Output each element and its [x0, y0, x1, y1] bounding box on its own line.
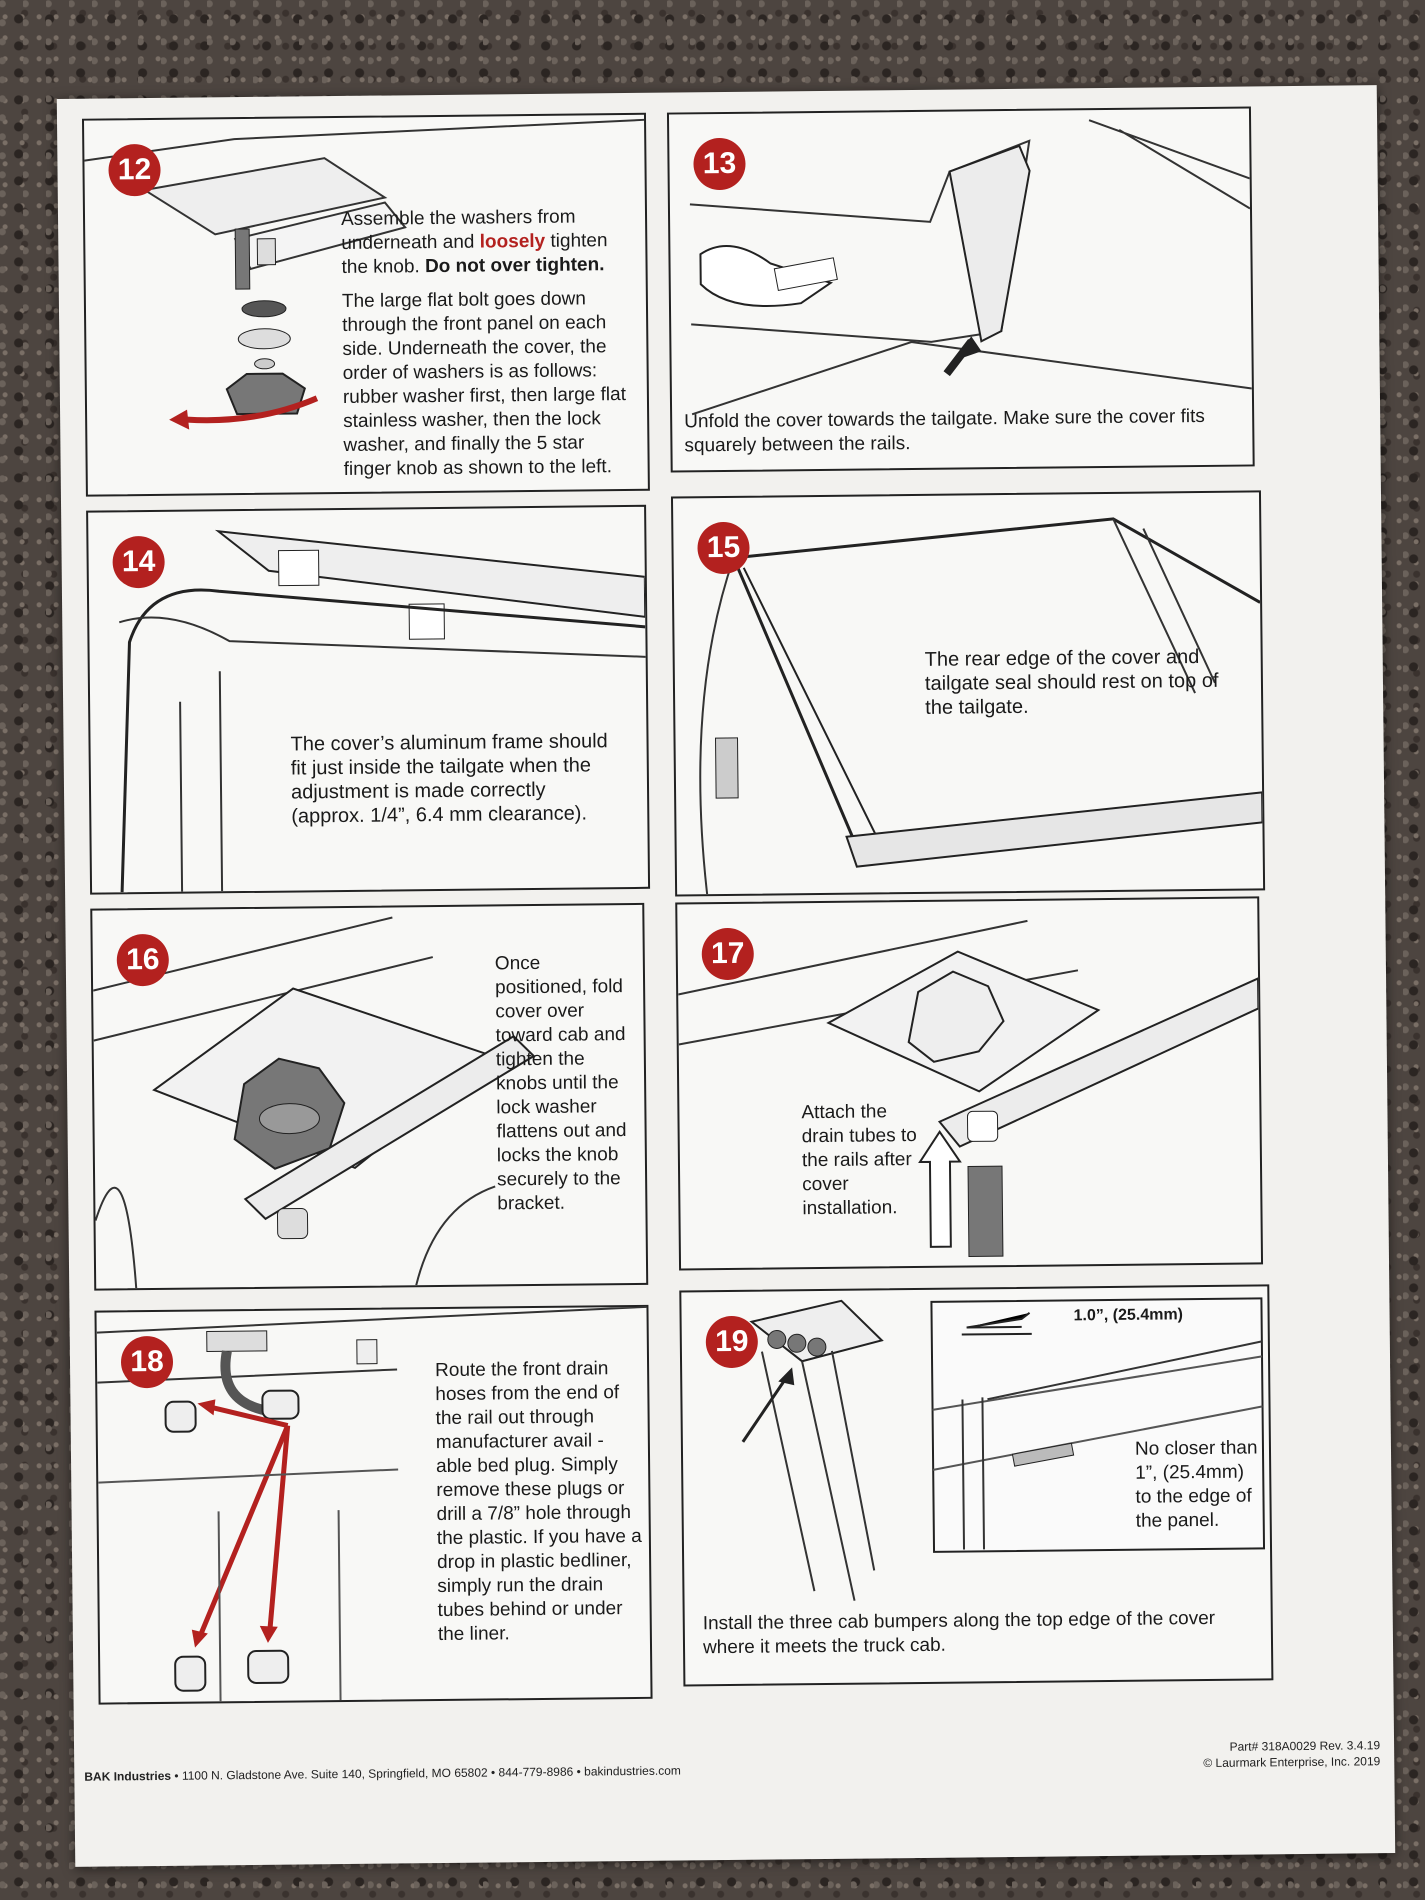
step-badge: 14	[112, 535, 165, 589]
step-19-illustration	[741, 1297, 1266, 1601]
step-badge: 12	[108, 143, 161, 197]
step-17-panel: 17 Attach the drain tubes to the rails a…	[675, 896, 1264, 1271]
step-badge: 16	[116, 933, 170, 987]
step-12-warning: Do not over tighten.	[424, 254, 605, 278]
step-19-panel: 19 1.0”, (25.4mm) No closer than 1”, (25…	[679, 1284, 1274, 1687]
step-13-text: Unfold the cover towards the tailgate. M…	[684, 405, 1205, 457]
step-14-text: The cover’s aluminum frame should fit ju…	[290, 730, 608, 828]
step-19-dimension: 1.0”, (25.4mm)	[1073, 1306, 1184, 1325]
step-14-panel: 14 The cover’s aluminum frame should fit…	[86, 504, 651, 895]
step-16-text: Once positioned, fold cover over toward …	[494, 952, 627, 1215]
step-13-illustration	[689, 119, 1253, 416]
step-16-panel: 16 Once positioned, fold cover over towa…	[90, 902, 649, 1291]
step-badge: 19	[705, 1315, 759, 1369]
step-19-inset-text: No closer than 1”, (25.4mm) to the edge …	[1134, 1437, 1258, 1532]
step-12-detail: The large flat bolt goes down through th…	[341, 288, 627, 480]
step-12-panel: 12 Assemble the washers from underneath …	[81, 112, 650, 497]
footer-company: BAK Industries	[84, 1768, 172, 1784]
step-16-illustration	[92, 916, 536, 1289]
step-12-illustration	[84, 118, 645, 430]
instruction-sheet: 12 Assemble the washers from underneath …	[56, 85, 1396, 1867]
step-badge: 15	[697, 521, 750, 575]
footer-part-number: Part# 318A0029 Rev. 3.4.19	[1229, 1738, 1381, 1754]
step-17-text: Attach the drain tubes to the rails afte…	[801, 1101, 917, 1220]
step-13-panel: 13 Unfold the cover towards the tailgate…	[666, 106, 1255, 473]
footer-address-line: • 1100 N. Gladstone Ave. Suite 140, Spri…	[174, 1763, 681, 1783]
step-18-panel: 18 Route the front drain hoses from the …	[94, 1304, 653, 1705]
footer-copyright: © Laurmark Enterprise, Inc. 2019	[1203, 1754, 1381, 1771]
step-18-text: Route the front drain hoses from the end…	[435, 1358, 642, 1646]
step-badge: 18	[120, 1335, 174, 1389]
step-17-illustration	[677, 919, 1260, 1257]
step-14-illustration	[118, 529, 647, 893]
step-15-text: The rear edge of the cover and tailgate …	[924, 646, 1219, 719]
step-18-illustration	[96, 1306, 647, 1702]
footer-address: BAK Industries • 1100 N. Gladstone Ave. …	[84, 1764, 681, 1784]
step-badge: 17	[701, 927, 755, 981]
footer-part-info: Part# 318A0029 Rev. 3.4.19 © Laurmark En…	[1203, 1737, 1380, 1771]
step-15-illustration	[699, 517, 1264, 895]
step-19-text: Install the three cab bumpers along the …	[702, 1607, 1216, 1659]
step-15-panel: 15 The rear edge of the cover and tailga…	[670, 490, 1266, 897]
step-12-emphasis: loosely	[479, 230, 546, 253]
step-badge: 13	[693, 137, 746, 191]
step-12-text: Assemble the washers from underneath and…	[341, 205, 636, 492]
